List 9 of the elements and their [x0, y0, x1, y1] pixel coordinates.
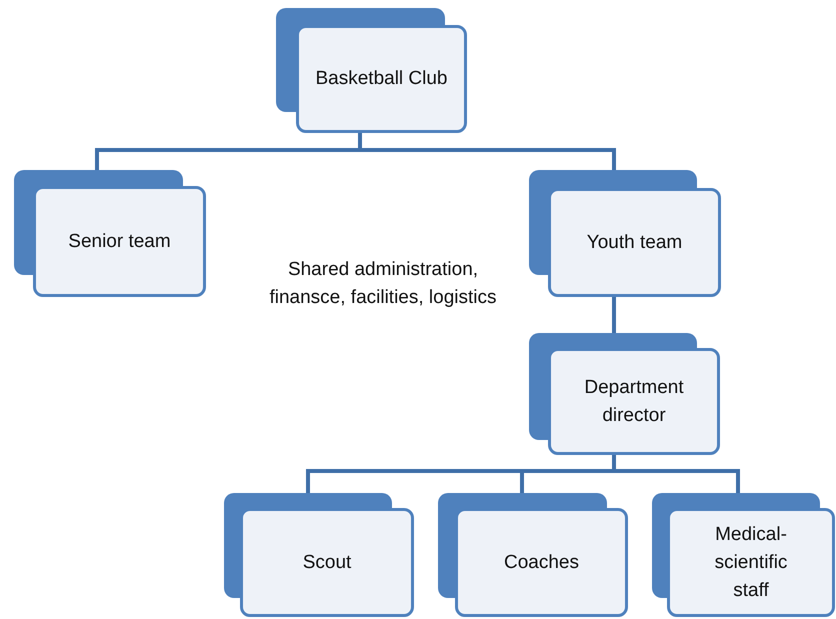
note-text: Shared administration, finansce, facilities, logistics [268, 258, 498, 310]
node-label: Scout [302, 550, 352, 574]
node-label: Youth team [586, 230, 682, 254]
connector-line [612, 297, 616, 333]
node-label: Senior team [68, 230, 171, 254]
node-label: Coaches [504, 550, 579, 574]
node-label: Department director [583, 376, 685, 428]
node-label: Basketball Club [315, 67, 448, 91]
node-label: Medical-scientific staff [714, 522, 788, 602]
